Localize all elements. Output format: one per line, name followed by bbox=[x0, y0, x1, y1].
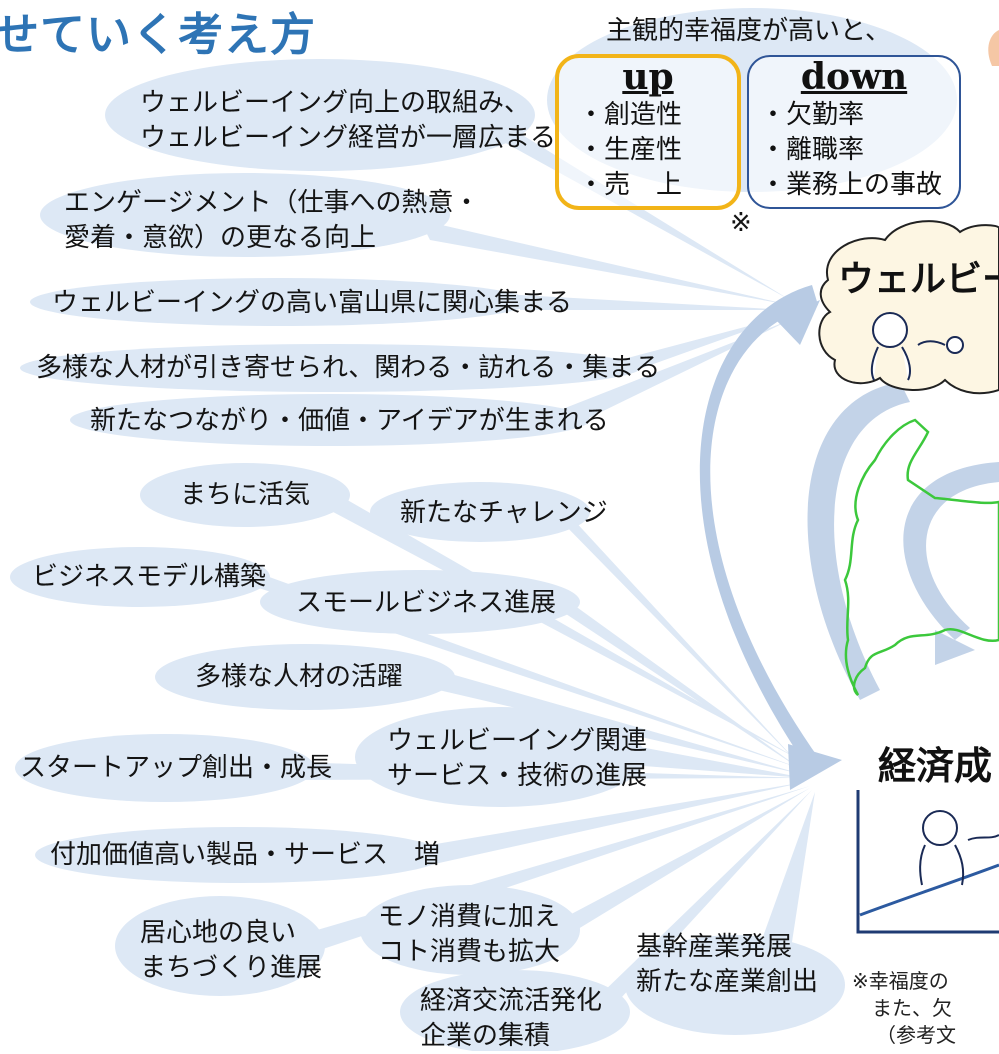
person-icon bbox=[919, 810, 999, 886]
bubble-new-connections: 新たなつながり・価値・アイデアが生まれる bbox=[90, 406, 609, 436]
up-item-2: ・生産性 bbox=[578, 135, 683, 165]
bubble-engagement: エンゲージメント（仕事への熱意・ 愛着・意欲）の更なる向上 bbox=[64, 188, 480, 253]
footnote-line-3: （参考文 bbox=[876, 1023, 956, 1047]
bubble-wellbeing-management: ウェルビーイング向上の取組み、 ウェルビーイング経営が一層広まる bbox=[140, 88, 557, 153]
economy-label: 経済成 bbox=[878, 744, 993, 788]
footnote-line-1: ※幸福度の bbox=[852, 969, 949, 993]
bubble-small-business: スモールビジネス進展 bbox=[296, 588, 557, 618]
bubble-new-challenge: 新たなチャレンジ bbox=[400, 498, 608, 528]
wellbeing-label: ウェルビー bbox=[838, 259, 999, 300]
bubble-startup: スタートアップ創出・成長 bbox=[20, 753, 333, 783]
bubble-diverse-talent-active: 多様な人材の活躍 bbox=[195, 662, 404, 692]
bubble-comfortable-town: 居心地の良い まちづくり進展 bbox=[140, 918, 323, 983]
bubble-shapes bbox=[10, 8, 957, 1051]
bubble-value-added: 付加価値高い製品・サービス 増 bbox=[50, 840, 441, 870]
down-label: down bbox=[800, 56, 908, 98]
orange-corner bbox=[988, 30, 999, 66]
down-box-border bbox=[747, 55, 961, 209]
bubble-toyama-interest: ウェルビーイングの高い富山県に関心集まる bbox=[52, 288, 573, 318]
economy-chart-axes bbox=[856, 790, 999, 934]
inner-arrow bbox=[807, 382, 910, 700]
main-arrow-head bbox=[788, 744, 842, 790]
bubble-consumption: モノ消費に加え コト消費も拡大 bbox=[378, 902, 561, 967]
main-arrow bbox=[699, 285, 820, 764]
down-item-2: ・離職率 bbox=[760, 135, 865, 165]
bubble-diverse-talent-attracted: 多様な人材が引き寄せられ、関わる・訪れる・集まる bbox=[36, 353, 661, 383]
up-label: up bbox=[622, 56, 674, 98]
down-item-3: ・業務上の事故 bbox=[760, 170, 943, 200]
up-item-1: ・創造性 bbox=[578, 100, 683, 130]
bubble-core-industry: 基幹産業発展 新たな産業創出 bbox=[636, 932, 819, 997]
bubble-town-vitality: まちに活気 bbox=[180, 480, 311, 510]
page-title: せていく考え方 bbox=[0, 8, 317, 61]
bubble-wellbeing-services: ウェルビーイング関連 サービス・技術の進展 bbox=[387, 726, 648, 791]
up-box-border bbox=[555, 54, 741, 210]
asterisk-mark: ※ bbox=[730, 208, 752, 238]
toyama-map bbox=[843, 418, 999, 696]
down-item-1: ・欠勤率 bbox=[760, 100, 865, 130]
inner-arrow-head bbox=[935, 630, 975, 665]
header-text: 主観的幸福度が高いと、 bbox=[606, 16, 891, 46]
inner-arrow-2 bbox=[903, 462, 999, 640]
footnote-line-2: また、欠 bbox=[872, 996, 952, 1020]
people-illustration bbox=[870, 312, 964, 381]
bubble-economic-exchange: 経済交流活発化 企業の集積 bbox=[420, 986, 603, 1051]
top-arrow-head bbox=[776, 300, 820, 345]
bubble-business-model: ビジネスモデル構築 bbox=[32, 562, 267, 592]
economy-growth-curve bbox=[859, 863, 999, 917]
up-item-3: ・売 上 bbox=[578, 170, 683, 200]
